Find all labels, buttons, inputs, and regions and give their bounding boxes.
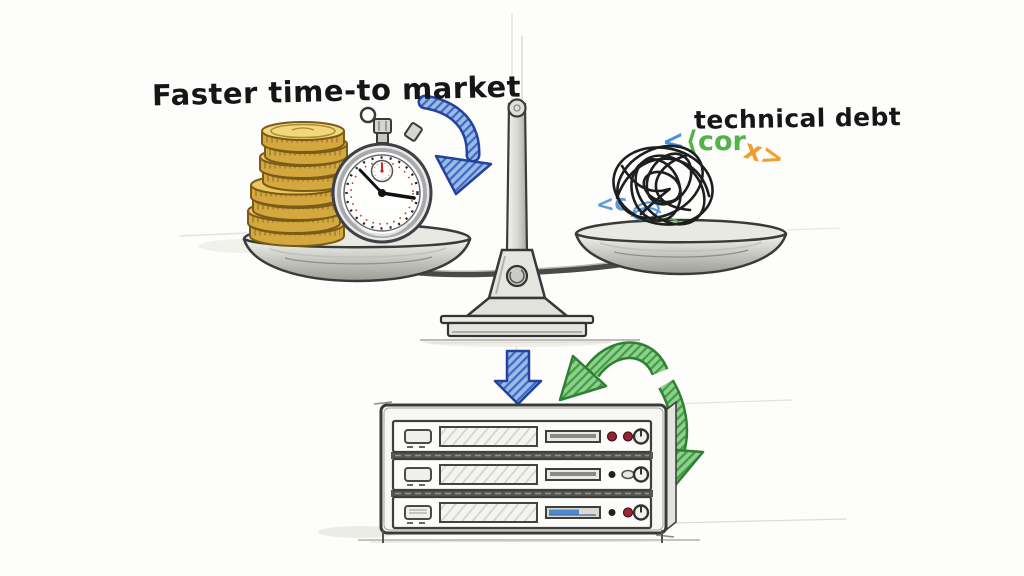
server-unit-2 bbox=[391, 457, 653, 492]
code-green-tag: ⟨cor bbox=[685, 126, 746, 157]
server-unit-1 bbox=[391, 419, 653, 454]
server-vent-tray bbox=[439, 464, 538, 485]
server-button-black bbox=[608, 471, 616, 478]
server-button-oval bbox=[621, 469, 635, 480]
stopwatch-icon bbox=[331, 106, 433, 244]
blue-down-arrow-icon bbox=[493, 349, 543, 406]
blue-curved-arrow-icon bbox=[417, 94, 493, 196]
server-button-black bbox=[608, 509, 616, 516]
server-button-red bbox=[622, 507, 634, 518]
server-vent-tray bbox=[439, 502, 538, 523]
scale-post bbox=[505, 102, 529, 254]
server-button-red bbox=[622, 431, 634, 442]
server-button-red bbox=[606, 431, 618, 442]
right-label: technical debt bbox=[693, 102, 902, 135]
server-port bbox=[404, 467, 432, 482]
sketch-guide-lines bbox=[179, 13, 847, 524]
code-tag-decoration: <⟨corx> bbox=[660, 125, 787, 175]
server-vent-tray bbox=[439, 426, 538, 447]
coin-stack-icon bbox=[247, 121, 348, 247]
scale-pan-right bbox=[574, 218, 788, 276]
server-slot-blue-indicator bbox=[549, 509, 579, 516]
scale-base bbox=[446, 321, 588, 338]
server-port bbox=[404, 429, 432, 444]
server-unit-3 bbox=[391, 495, 653, 530]
server-rack-icon bbox=[318, 400, 700, 543]
tangle-icon bbox=[612, 144, 714, 226]
